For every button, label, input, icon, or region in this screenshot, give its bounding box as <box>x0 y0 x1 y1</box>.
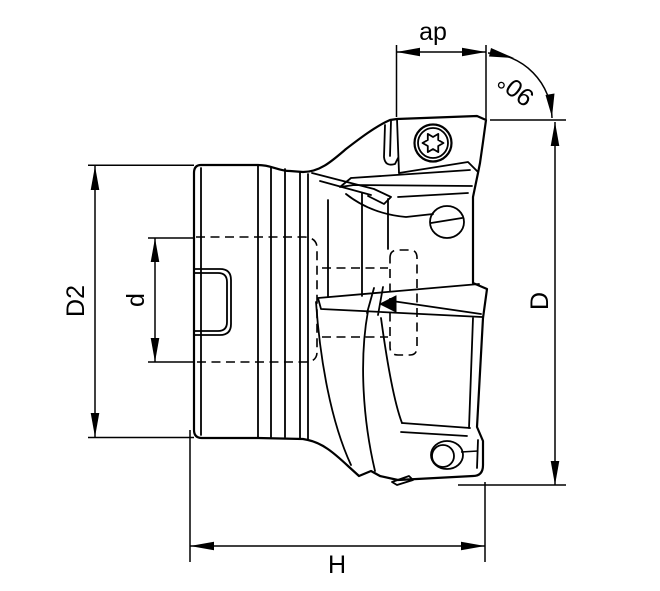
ap-arrow-right <box>462 47 486 57</box>
d-label: d <box>122 293 150 307</box>
gash-face-lines <box>311 172 434 218</box>
h-arrow-left <box>190 541 214 551</box>
screw-head-inner <box>417 127 449 159</box>
body-step-lines <box>257 164 309 441</box>
mid-wedge-lines <box>317 283 483 318</box>
bottom-screw-icon <box>430 440 479 470</box>
flute-curves <box>315 301 403 472</box>
ap-arrow-left <box>396 47 420 57</box>
dimension-d2: D2 <box>62 164 194 439</box>
mid-insert-edge-view <box>317 283 483 318</box>
ap-label: ap <box>419 18 447 46</box>
screw-head-outer <box>413 123 453 163</box>
pocket-boss-chord <box>430 217 463 224</box>
D-arrow-bottom <box>550 461 560 485</box>
D-extension-lines <box>458 119 566 486</box>
dimension-angle-90: 90° <box>487 48 555 119</box>
keyway-inner <box>193 272 228 332</box>
ap-extension-lines <box>395 45 487 119</box>
tool-outline <box>192 114 489 482</box>
torx-screw-icon <box>413 123 453 163</box>
h-label: H <box>328 551 346 579</box>
dimension-D: D <box>458 119 566 486</box>
head-back-lines <box>327 192 389 298</box>
torx-star-icon <box>421 133 445 153</box>
d-arrow-top <box>150 238 160 262</box>
dimension-d: d <box>122 237 194 363</box>
flute-and-bottom-details <box>315 301 479 486</box>
d2-arrow-top <box>90 166 100 190</box>
insert-and-seat-edges <box>339 161 479 429</box>
bottom-insert-sliver <box>391 475 414 486</box>
top-insert-assembly <box>311 118 479 429</box>
front-recess-hidden <box>389 249 418 356</box>
d2-arrow-bottom <box>90 413 100 437</box>
h-extension-lines <box>189 430 486 562</box>
hidden-bore-lines <box>196 236 418 363</box>
bottom-screw-axis <box>460 450 479 453</box>
keyway-outer <box>193 268 232 336</box>
insert-tip-marker <box>378 295 397 313</box>
bottom-screw-head <box>430 440 464 470</box>
angle-arrow-top <box>489 48 514 58</box>
h-arrow-right <box>461 541 485 551</box>
dimension-h: H <box>189 430 486 579</box>
insert-pocket-wall <box>383 118 400 174</box>
through-hole-hidden <box>322 267 388 338</box>
angle-arrow-bottom <box>545 93 555 117</box>
d2-extension-lines <box>88 164 194 439</box>
d2-label: D2 <box>62 285 90 317</box>
bore-d-hidden <box>196 236 318 363</box>
d-arrow-bottom <box>150 338 160 362</box>
D-arrow-top <box>550 122 560 146</box>
tool-silhouette <box>192 114 489 482</box>
D-label: D <box>526 292 554 310</box>
pocket-boss <box>429 205 465 239</box>
bottom-screw-shaft <box>431 444 455 468</box>
bottom-seat-lines <box>400 422 479 469</box>
dimension-ap: ap <box>395 18 487 119</box>
